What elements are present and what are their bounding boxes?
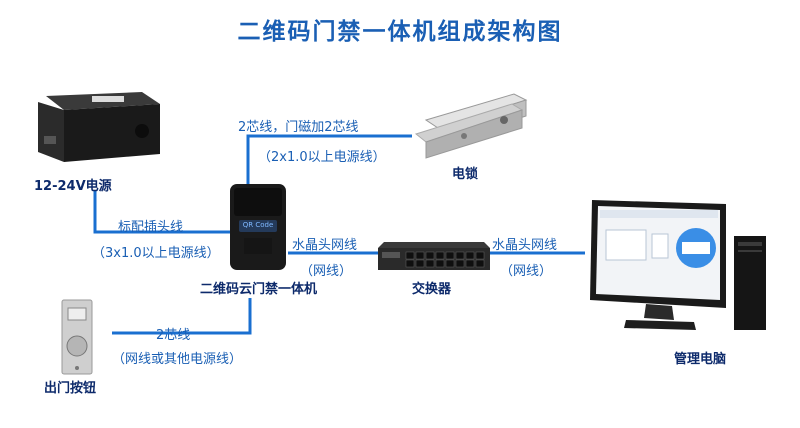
power-supply-image <box>32 86 164 168</box>
switch-wire-sublabel: （网线） <box>300 264 353 279</box>
pc-wire-sublabel: （网线） <box>500 264 553 279</box>
switch-wire-label: 水晶头网线 <box>292 238 358 253</box>
device-screen-text: QR Code <box>242 221 274 229</box>
electric-lock-image <box>412 90 532 164</box>
power-wire-sublabel: （3x1.0以上电源线） <box>92 246 220 261</box>
network-switch-image <box>378 240 490 278</box>
access-device-image: QR Code <box>228 182 288 272</box>
lock-wire-sublabel: （2x1.0以上电源线） <box>258 150 386 165</box>
management-pc-image <box>586 196 776 340</box>
pc-wire-label: 水晶头网线 <box>492 238 558 253</box>
power-wire-label: 标配插头线 <box>118 220 184 235</box>
button-wire-label: 2芯线 <box>156 328 191 343</box>
pc-label: 管理电脑 <box>674 352 727 367</box>
exit-button-label: 出门按钮 <box>44 381 97 396</box>
button-wire-sublabel: （网线或其他电源线） <box>112 352 243 367</box>
lock-label: 电锁 <box>452 167 479 182</box>
wire-button <box>112 298 252 335</box>
switch-label: 交换器 <box>412 282 452 297</box>
access-device-label: 二维码云门禁一体机 <box>200 282 318 297</box>
exit-button-image <box>60 298 94 380</box>
wire-lock <box>246 134 412 186</box>
wire-power <box>93 190 232 234</box>
power-supply-label: 12-24V电源 <box>34 179 112 194</box>
diagram-title: 二维码门禁一体机组成架构图 <box>237 19 563 45</box>
lock-wire-label: 2芯线，门磁加2芯线 <box>238 120 359 135</box>
